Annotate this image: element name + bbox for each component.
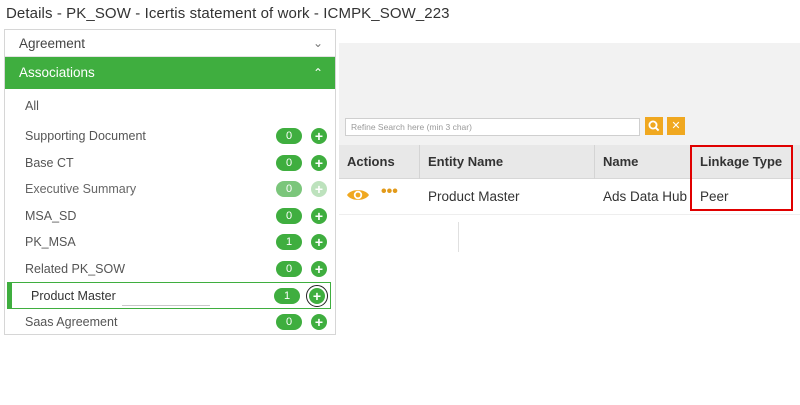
count-badge: 0 [276, 181, 302, 197]
count-badge: 1 [274, 288, 300, 304]
clear-search-button[interactable]: ✕ [667, 117, 685, 135]
add-plus-icon: + [311, 181, 327, 197]
associations-panel: Agreement ⌄ Associations ⌃ All Supportin… [4, 29, 336, 335]
association-item-supporting-document[interactable]: Supporting Document 0 + [5, 123, 335, 150]
chevron-down-icon: ⌄ [312, 36, 323, 50]
column-header-entity-name[interactable]: Entity Name [420, 145, 595, 179]
accordion-associations[interactable]: Associations ⌃ [5, 57, 335, 89]
association-label: Supporting Document [25, 129, 146, 143]
association-item-pk-msa[interactable]: PK_MSA 1 + [5, 229, 335, 256]
association-item-product-master[interactable]: Product Master 1 + [7, 282, 331, 309]
grid-header: Actions Entity Name Name Linkage Type [339, 145, 800, 179]
association-label: Related PK_SOW [25, 261, 126, 276]
cell-linkage-type: Peer [700, 189, 729, 204]
association-item-saas-agreement[interactable]: Saas Agreement 0 + [5, 309, 335, 336]
column-header-name[interactable]: Name [595, 145, 692, 179]
view-eye-icon[interactable] [346, 187, 370, 203]
association-label: Saas Agreement [25, 314, 118, 329]
search-button[interactable] [645, 117, 663, 135]
chevron-up-icon: ⌃ [312, 66, 323, 80]
add-plus-icon[interactable]: + [311, 313, 327, 330]
association-item-executive-summary[interactable]: Executive Summary 0 + [5, 176, 335, 203]
accordion-associations-label: Associations [19, 65, 95, 80]
associations-list: All Supporting Document 0 + Base CT 0 + … [5, 89, 335, 335]
add-plus-icon[interactable]: + [311, 260, 327, 277]
association-item-base-ct[interactable]: Base CT 0 + [5, 150, 335, 177]
cell-name: Ads Data Hub [603, 189, 688, 204]
close-icon: ✕ [671, 120, 681, 132]
page-title: Details - PK_SOW - Icertis statement of … [6, 5, 450, 22]
refine-search-input[interactable] [345, 118, 640, 136]
accordion-agreement[interactable]: Agreement ⌄ [5, 30, 335, 57]
table-row: Product Master Ads Data Hub Peer [339, 179, 800, 215]
count-badge: 1 [276, 234, 302, 250]
association-label: Product Master [31, 289, 116, 303]
more-options-icon[interactable]: ••• [381, 183, 398, 200]
count-badge: 0 [276, 260, 302, 277]
cell-entity-name: Product Master [428, 189, 520, 204]
association-label: PK_MSA [25, 235, 76, 249]
add-plus-icon[interactable]: + [311, 234, 327, 250]
add-plus-icon[interactable]: + [311, 128, 327, 144]
divider [458, 222, 459, 252]
association-label: MSA_SD [25, 208, 77, 223]
add-plus-icon[interactable]: + [311, 154, 327, 171]
add-plus-icon[interactable]: + [306, 285, 328, 307]
association-label: Executive Summary [25, 182, 137, 196]
association-item-all[interactable]: All [5, 89, 335, 123]
column-header-actions[interactable]: Actions [339, 145, 420, 179]
association-label: Base CT [25, 155, 74, 170]
count-badge: 0 [276, 154, 302, 171]
column-header-linkage-type[interactable]: Linkage Type [700, 154, 783, 169]
association-item-msa-sd[interactable]: MSA_SD 0 + [5, 203, 335, 230]
association-item-related-pk-sow[interactable]: Related PK_SOW 0 + [5, 256, 335, 283]
add-plus-icon[interactable]: + [311, 207, 327, 224]
accordion-agreement-label: Agreement [19, 36, 86, 51]
count-badge: 0 [276, 207, 302, 224]
search-icon [648, 120, 660, 132]
count-badge: 0 [276, 128, 302, 144]
association-label: All [25, 99, 39, 113]
count-badge: 0 [276, 313, 302, 330]
divider [122, 304, 210, 306]
